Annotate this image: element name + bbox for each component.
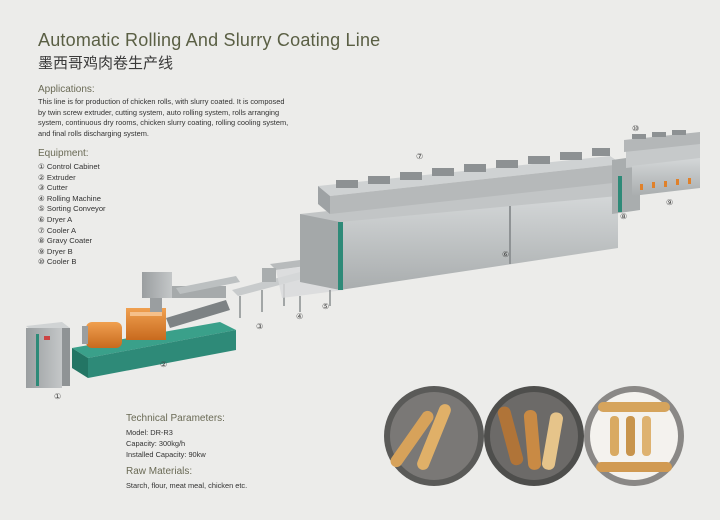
cooler-a [318, 148, 622, 214]
equipment-item: ② Extruder [38, 172, 76, 182]
tech-model: Model: DR-R3 [126, 428, 173, 437]
callout-dryer-a: ⑥ [502, 250, 510, 259]
applications-line: by twin screw extruder, cutting system, … [38, 107, 280, 117]
equipment-item: ① Control Cabinet [38, 162, 100, 171]
cooler-b [624, 130, 700, 152]
callout-cooler-b: ⑩ [632, 124, 640, 133]
equipment-item: ④ Rolling Machine [38, 193, 101, 203]
tech-installed-capacity: Installed Capacity: 90kw [126, 450, 206, 459]
applications-heading: Applications: [38, 84, 95, 95]
equipment-item: ③ Cutter [38, 183, 68, 193]
callout-extruder: ② [160, 360, 168, 369]
raw-materials-text: Starch, flour, meat meal, chicken etc. [126, 481, 248, 490]
technical-parameters-heading: Technical Parameters: [126, 413, 225, 424]
product-photo-1 [384, 386, 484, 486]
product-photos [384, 386, 684, 486]
applications-text: This line is for production of chicken r… [38, 97, 328, 139]
equipment-item: ⑩ Cooler B [38, 257, 77, 267]
tech-capacity: Capacity: 300kg/h [126, 439, 186, 448]
applications-line: and final rolls discharging system. [38, 128, 149, 138]
extruder [72, 272, 240, 378]
product-photo-3 [584, 386, 684, 486]
equipment-item: ⑤ Sorting Conveyor [38, 204, 106, 214]
equipment-item: ⑥ Dryer A [38, 214, 73, 224]
equipment-list: ① Control Cabinet ② Extruder ③ Cutter ④ … [38, 162, 106, 268]
raw-materials-heading: Raw Materials: [126, 466, 193, 477]
equipment-item: ⑧ Gravy Coater [38, 236, 93, 246]
callout-control-cabinet: ① [54, 392, 62, 401]
product-photo-2 [484, 386, 584, 486]
callout-gravy-coater: ⑧ [620, 212, 628, 221]
control-cabinet [26, 322, 70, 388]
callout-cooler-a: ⑦ [416, 152, 424, 161]
page-title-chinese: 墨西哥鸡肉卷生产线 [38, 55, 174, 72]
equipment-heading: Equipment: [38, 148, 89, 159]
applications-line: system, continuous dry rooms, chicken sl… [38, 118, 289, 127]
equipment-item: ⑨ Dryer B [38, 246, 73, 256]
page-title-english: Automatic Rolling And Slurry Coating Lin… [38, 30, 381, 50]
dryer-b [626, 142, 700, 196]
callout-rolling-machine: ④ [296, 312, 304, 321]
applications-line: This line is for production of chicken r… [38, 97, 285, 106]
dryer-a [300, 180, 618, 290]
callout-cutter: ③ [256, 322, 264, 331]
callout-dryer-b: ⑨ [666, 198, 674, 207]
callout-sorting-conveyor: ⑤ [322, 302, 330, 311]
equipment-item: ⑦ Cooler A [38, 225, 77, 235]
